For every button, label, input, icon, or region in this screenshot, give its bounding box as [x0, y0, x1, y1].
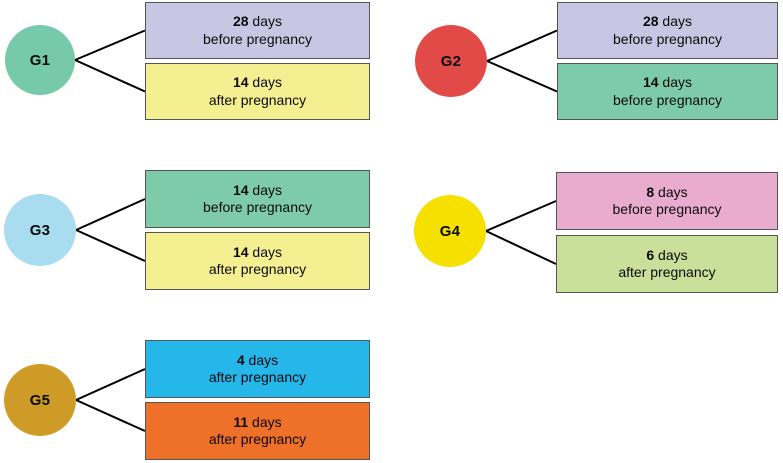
arm-duration-number: 14	[232, 74, 249, 90]
arm-duration: 14 days	[233, 74, 282, 92]
arm-duration: 28 days	[233, 13, 282, 31]
arm-duration-unit: days	[248, 243, 283, 260]
arm-timing: before pregnancy	[203, 199, 312, 215]
group-node-label: G4	[439, 222, 461, 240]
arm-duration-number: 14	[642, 74, 659, 90]
arm-timing: before pregnancy	[613, 30, 722, 47]
arm-timing: before pregnancy	[613, 91, 722, 108]
arm-duration: 28 days	[643, 13, 692, 31]
connector-g3-arm-2	[75, 229, 146, 262]
connector-g4-arm-1	[485, 200, 557, 232]
arm-duration-unit: days	[248, 181, 283, 198]
arm-duration: 14 days	[233, 182, 282, 200]
connector-g5-arm-1	[75, 368, 146, 401]
arm-timing: after pregnancy	[208, 431, 307, 447]
group-node-g3[interactable]: G3	[4, 194, 76, 266]
arm-duration: 8 days	[646, 184, 687, 202]
arm-duration-number: 14	[232, 243, 249, 260]
connector-g4-arm-2	[485, 230, 557, 265]
arm-duration-unit: days	[248, 74, 283, 90]
arm-duration-unit: days	[248, 413, 282, 430]
arm-duration: 4 days	[237, 352, 278, 370]
arm-timing: before pregnancy	[203, 30, 312, 47]
arm-duration: 6 days	[646, 247, 687, 265]
arm-timing: after pregnancy	[618, 264, 716, 280]
arm-duration: 11 days	[233, 414, 281, 432]
arm-duration: 14 days	[643, 74, 692, 92]
arm-duration-unit: days	[248, 13, 283, 29]
arm-duration-unit: days	[654, 183, 688, 200]
group-node-g2[interactable]: G2	[415, 25, 487, 97]
connector-g3-arm-1	[75, 198, 146, 231]
arm-duration-number: 14	[232, 181, 249, 198]
group-node-g1[interactable]: G1	[5, 25, 75, 95]
arm-timing: after pregnancy	[208, 91, 307, 108]
arm-timing: before pregnancy	[612, 201, 722, 217]
arm-duration-unit: days	[658, 74, 693, 90]
connector-g2-arm-2	[486, 60, 558, 93]
arm-duration-number: 28	[642, 13, 659, 29]
arm-duration-number: 28	[232, 13, 249, 29]
group-node-label: G2	[440, 52, 462, 70]
arm-duration-unit: days	[244, 351, 279, 368]
arm-duration: 14 days	[233, 244, 282, 262]
connector-g1-arm-2	[74, 59, 146, 93]
connector-g1-arm-1	[74, 29, 146, 61]
arm-timing: after pregnancy	[208, 369, 307, 385]
arm-duration-number: 6	[646, 246, 655, 263]
group-node-g5[interactable]: G5	[4, 364, 76, 436]
group-node-label: G5	[29, 391, 51, 409]
group-node-label: G1	[29, 51, 51, 69]
arm-duration-unit: days	[654, 246, 688, 263]
connector-g5-arm-2	[75, 399, 146, 432]
arm-duration-number: 8	[646, 183, 655, 200]
arm-timing: after pregnancy	[208, 261, 307, 277]
arm-duration-number: 11	[233, 413, 249, 430]
arm-duration-number: 4	[236, 351, 245, 368]
group-node-g4[interactable]: G4	[414, 195, 486, 267]
connector-g2-arm-1	[486, 29, 558, 62]
group-node-label: G3	[29, 221, 51, 239]
arm-duration-unit: days	[658, 13, 693, 29]
